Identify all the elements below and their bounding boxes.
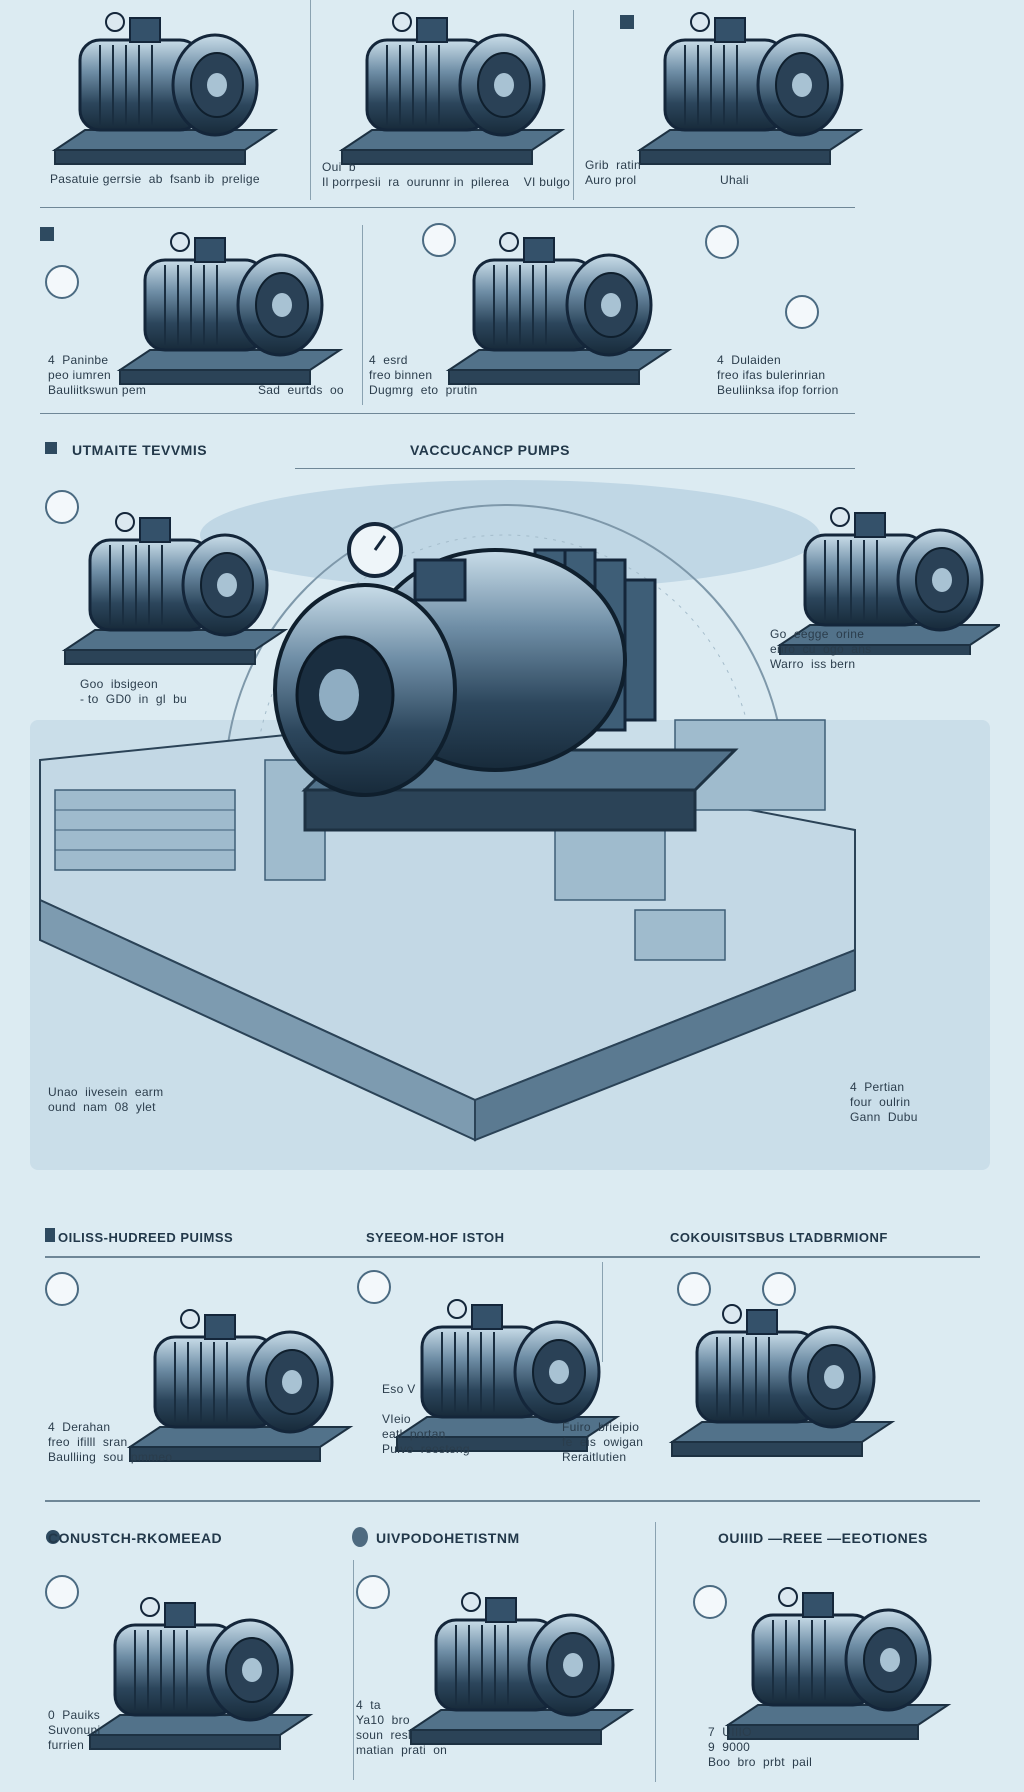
row5-panel-3: 7 UIIIO 9 9000 Boo bro prbt pail xyxy=(658,1560,1024,1792)
caption: 4 Dulaiden freo ifas bulerinrian Beuliin… xyxy=(717,353,839,397)
pump-illustration xyxy=(638,11,862,166)
hero-right-pump: Go eegge orine enro cu ogo ans Warro iss… xyxy=(770,495,1024,695)
row5-panel-1: 0 Pauiks Suvonuni furrien xyxy=(0,1560,350,1792)
pump-illustration xyxy=(88,1596,312,1751)
divider xyxy=(573,10,574,200)
row5-panel-2: 4 ta Ya10 bro soun resl matian prati on xyxy=(356,1560,656,1792)
section-divider xyxy=(295,468,855,469)
row2-panel-3: 4 Dulaiden freo ifas bulerinrian Beuliin… xyxy=(705,215,1024,410)
caption: 4 Paninbe peo iumren Bauliitkswun pem xyxy=(48,353,147,397)
row4-panel-3 xyxy=(662,1262,1024,1497)
section-header: UIVPODOHETISTNM xyxy=(376,1530,520,1546)
pump-illustration xyxy=(670,1303,894,1458)
drop-badge-icon xyxy=(785,295,819,329)
logo-mark-icon xyxy=(45,1228,55,1242)
caption: 4 esrd freo binnen Dugmrg eto prutin xyxy=(369,353,478,397)
fan-badge-icon xyxy=(693,1585,727,1619)
section-divider xyxy=(45,1500,980,1502)
caption: Fuiro brieipio fe eis owigan Reraitlutie… xyxy=(562,1420,644,1464)
section-header: OUIIID —REEE —EEOTIONES xyxy=(718,1530,928,1546)
divider xyxy=(362,225,363,405)
section-header: OILISS-HUDREED PUIMSS xyxy=(58,1230,234,1245)
logo-mark-icon xyxy=(45,442,57,454)
section-divider xyxy=(40,207,855,208)
gauge-badge-icon xyxy=(705,225,739,259)
pump-illustration xyxy=(340,11,564,166)
pump-illustration xyxy=(447,231,671,386)
divider xyxy=(310,0,311,200)
section-divider xyxy=(40,413,855,414)
info-badge-icon xyxy=(422,223,456,257)
hero-left-pump: Goo ibsigeon - to GD0 in gl bu xyxy=(40,480,287,720)
half-circle-badge-icon xyxy=(45,1575,79,1609)
fan-badge-icon xyxy=(357,1270,391,1304)
caption: Grib ratin Auro prol Uhali xyxy=(585,158,749,187)
arc-gauge xyxy=(224,504,786,786)
label-marker-icon xyxy=(40,227,54,241)
main-vacuum-pump xyxy=(273,522,739,832)
row4-panel-2: Eso V VIeio eatl portan Puivo reosteng F… xyxy=(357,1262,662,1497)
caption: 4 Derahan freo ifilll sran Baulliing sou… xyxy=(48,1420,173,1464)
pump-badge-icon xyxy=(45,265,79,299)
pump-illustration xyxy=(118,231,342,386)
divider xyxy=(353,1560,354,1780)
pump-illustration xyxy=(53,11,277,166)
divider xyxy=(602,1262,603,1362)
row1-panel-1: Pasatuie gerrsie ab fsanb ib prelige xyxy=(0,0,310,205)
section-header: COKOUISITSBUS LTADBRMIONF xyxy=(670,1230,888,1245)
minus-badge-icon xyxy=(762,1272,796,1306)
row1-panel-3: Grib ratin Auro prol Uhali xyxy=(575,0,1024,205)
caption: 7 UIIIO 9 9000 Boo bro prbt pail xyxy=(708,1725,813,1769)
pump-illustration xyxy=(63,511,287,666)
caption: Oui b Il porrpesii ra ourunnr in pilerea… xyxy=(322,160,571,189)
row1-panel-2: Oui b Il porrpesii ra ourunnr in pilerea… xyxy=(312,0,572,205)
helmet-badge-icon xyxy=(45,490,79,524)
caption: 0 Pauiks Suvonuni furrien xyxy=(48,1708,101,1752)
caption: Pasatuie gerrsie ab fsanb ib prelige xyxy=(50,172,260,186)
hero-title-left: UTMAITE TEVVMIS xyxy=(72,442,208,458)
caption: Eso V VIeio eatl portan Puivo reosteng xyxy=(382,1382,470,1456)
row2-panel-1: 4 Paninbe peo iumren Bauliitkswun pem Sa… xyxy=(0,215,360,410)
drop-badge-icon xyxy=(356,1575,390,1609)
hero-title-center: VACCUCANCP PUMPS xyxy=(410,442,570,458)
row2-panel-2: 4 esrd freo binnen Dugmrg eto prutin xyxy=(364,215,704,410)
row4-panel-1: 4 Derahan freo ifilll sran Baulliing sou… xyxy=(0,1262,360,1497)
prohibited-badge-icon xyxy=(677,1272,711,1306)
label-marker-icon xyxy=(620,15,634,29)
caption: Goo ibsigeon - to GD0 in gl bu xyxy=(80,677,188,706)
caption: Go eegge orine enro cu ogo ans Warro iss… xyxy=(770,627,872,671)
monitor-badge-icon xyxy=(45,1272,79,1306)
caption: Sad eurtds oo xyxy=(258,383,344,397)
section-divider xyxy=(45,1256,980,1258)
logo-mark-icon xyxy=(46,1530,60,1544)
caption: 4 ta Ya10 bro soun resl matian prati on xyxy=(356,1698,448,1757)
caption: 4 Pertian four oulrin Gann Dubu xyxy=(850,1080,918,1124)
section-header: CONUSTCH-RKOMEEAD xyxy=(48,1530,223,1546)
divider xyxy=(655,1522,656,1782)
caption: Unao iivesein earm ound nam 08 ylet xyxy=(48,1085,164,1114)
step-1-badge-icon xyxy=(352,1527,368,1547)
section-header: SYEEOM-HOF ISTOH xyxy=(366,1230,505,1245)
